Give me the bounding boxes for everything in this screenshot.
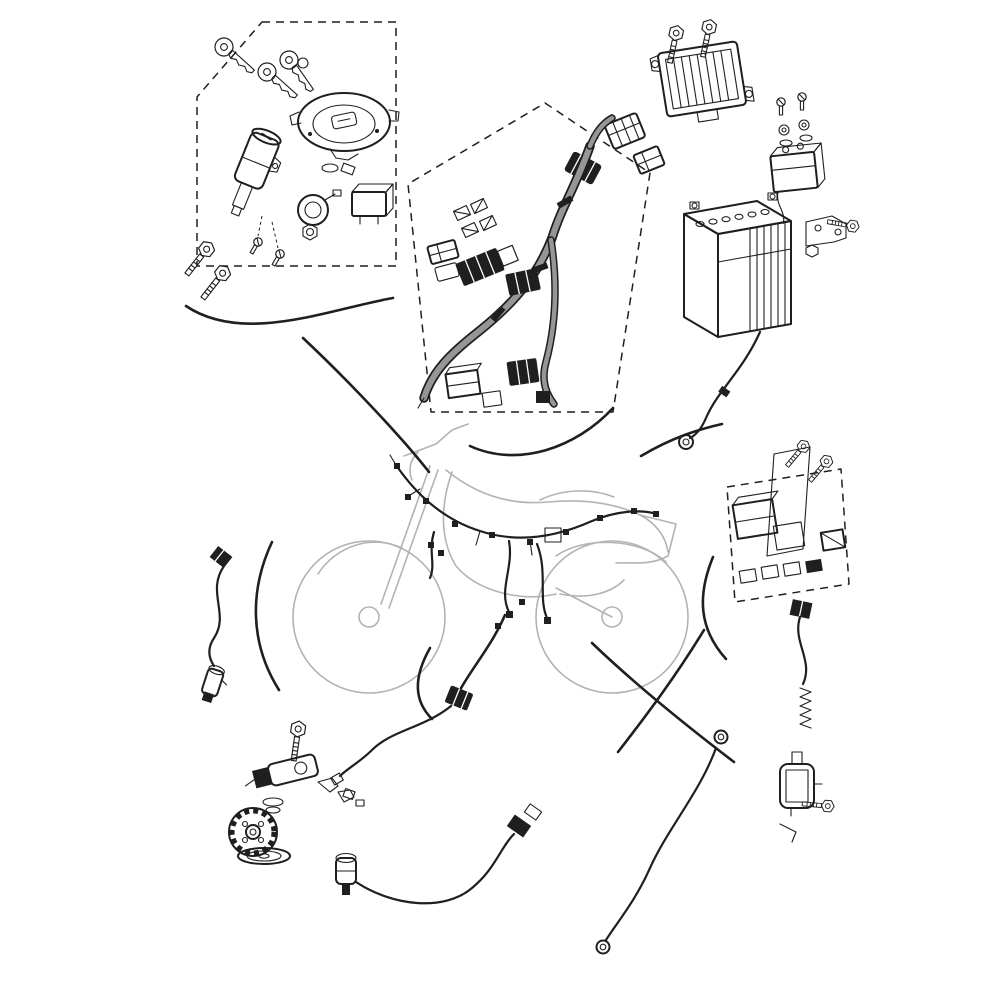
battery: [683, 192, 792, 338]
pulse-rotor: [228, 807, 278, 857]
harness-relays: [444, 358, 550, 408]
leader-lines: [184, 296, 736, 764]
frame-harness: [389, 454, 659, 629]
harness-group-box: [407, 102, 651, 413]
regulator-rectifier: [649, 40, 755, 123]
starter-relay: [769, 142, 826, 224]
fuse-relays: [731, 490, 847, 552]
fuel-cap: [289, 92, 400, 176]
ignition-keys: [210, 33, 319, 105]
harness-connector-blocks: [426, 197, 541, 296]
cap-sensor-cable: [335, 803, 543, 905]
battery-bracket: [805, 215, 861, 258]
motorcycle-outline: [292, 423, 689, 694]
relay-hardware: [776, 92, 813, 147]
regulator-bolts: [662, 17, 718, 65]
mount-bolts: [180, 237, 234, 304]
battery-cable: [678, 330, 762, 450]
ignition-group-box: [196, 21, 397, 267]
left-sensor-cable: [201, 545, 233, 704]
ground-cable: [595, 729, 729, 955]
small-relay: [351, 183, 394, 225]
fuse-plate: [766, 446, 811, 557]
pulse-assembly: [244, 719, 365, 814]
sub-cable: [330, 685, 473, 786]
fuse-group-box: [726, 468, 850, 603]
brake-light-switch: [779, 599, 836, 843]
rotor-disc: [237, 847, 291, 865]
contact-base-screws: [247, 235, 287, 268]
fuses: [738, 558, 823, 584]
ignition-switch: [230, 127, 282, 249]
contact-base: [297, 189, 342, 241]
